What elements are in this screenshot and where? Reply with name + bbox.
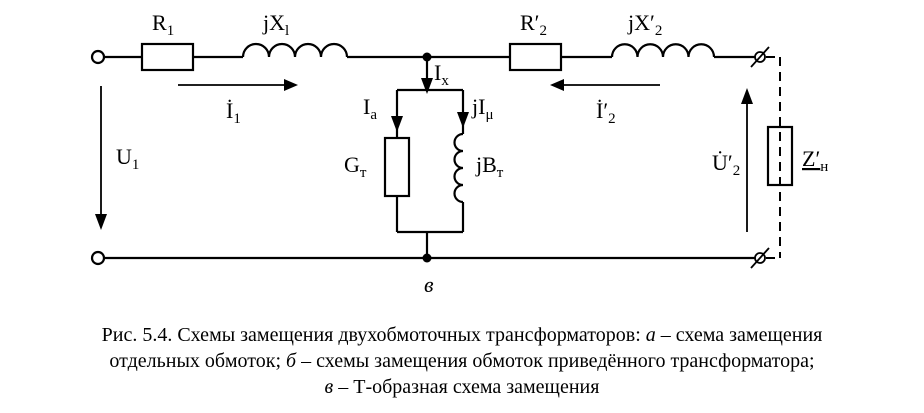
label-x2-prime: jX′2: [627, 10, 662, 39]
current-i1-arrow: [178, 79, 298, 91]
label-g: Gт: [344, 152, 367, 181]
output-terminal-top: [750, 46, 770, 68]
label-u1: U1: [116, 144, 139, 173]
voltage-u2-prime-arrow: [741, 88, 753, 232]
label-r1: R1: [152, 10, 174, 39]
input-terminal-top: [90, 49, 106, 65]
input-terminal-bottom: [90, 250, 106, 266]
label-i1: İ1: [226, 98, 241, 127]
susceptance-b-coil: [453, 132, 464, 204]
label-imu: jIμ: [471, 94, 494, 123]
label-x1: jXl: [262, 10, 289, 39]
label-r2-prime: R′2: [520, 10, 547, 39]
current-imu-arrow: [457, 112, 469, 128]
caption-line-2: отдельных обмоток; б – схемы замещения о…: [109, 350, 815, 372]
resistor-r2-prime: [508, 42, 563, 72]
figure-letter: в: [424, 272, 434, 297]
conductance-g: [383, 136, 411, 198]
shunt-branch-wires: [395, 57, 465, 258]
caption-line-1: Рис. 5.4. Схемы замещения двухобмоточных…: [101, 324, 823, 346]
caption-line-3: в – Т-образная схема замещения: [324, 376, 600, 398]
inductor-x1: [241, 42, 349, 58]
load-impedance-zn: [766, 125, 794, 187]
label-i2-prime: İ′2: [596, 98, 616, 127]
label-u2-prime: U̇′2: [712, 150, 740, 179]
current-ix-arrow: [421, 78, 433, 94]
t-equivalent-circuit-diagram: R1 jXl R′2 jX′2 İ1 İ′2: [90, 10, 828, 297]
label-ix: Ix: [434, 60, 449, 89]
resistor-r1: [140, 42, 195, 72]
current-i2-prime-arrow: [550, 79, 660, 91]
output-terminal-bottom: [750, 247, 770, 269]
voltage-u1-arrow: [95, 86, 107, 230]
label-ia: Ia: [363, 94, 377, 123]
figure-caption: Рис. 5.4. Схемы замещения двухобмоточных…: [0, 322, 924, 400]
inductor-x2-prime: [610, 43, 716, 58]
current-ia-arrow: [391, 116, 403, 132]
label-b: jBт: [475, 152, 504, 181]
label-zn: Z′н: [802, 146, 828, 175]
load-dashed-connection: [766, 56, 781, 259]
